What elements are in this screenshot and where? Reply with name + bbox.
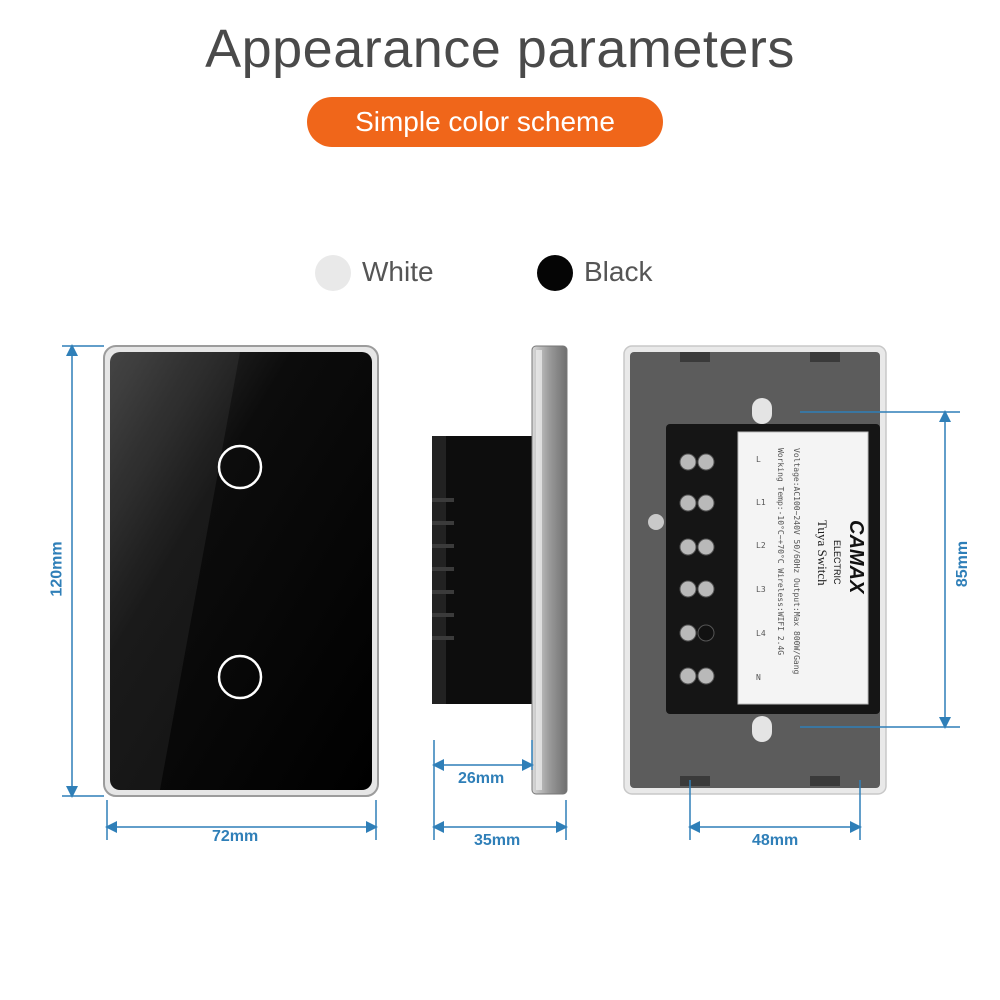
terminal-label-l1: L1 — [756, 498, 766, 507]
side-dimension-lines — [432, 740, 568, 840]
front-dimension-lines — [62, 344, 378, 840]
front-panel — [103, 345, 379, 797]
back-width-label: 48mm — [752, 832, 799, 849]
white-option-label: White — [362, 256, 434, 287]
touch-key-1-icon — [217, 444, 263, 490]
back-view: CAMAX ELECTRIC Tuya Switch Voltage:AC100… — [623, 345, 887, 795]
brand-subtitle: ELECTRIC — [832, 540, 842, 585]
white-swatch-icon — [315, 255, 351, 291]
touch-key-2-icon — [217, 654, 263, 700]
page-title: Appearance parameters — [205, 19, 795, 79]
terminal-label-l3: L3 — [756, 585, 766, 594]
back-height-label: 85mm — [954, 540, 972, 588]
terminal-label-l2: L2 — [756, 541, 766, 550]
front-height-label: 120mm — [48, 541, 66, 597]
black-swatch-icon — [537, 255, 573, 291]
black-option-label: Black — [584, 256, 653, 287]
spec-line-2: Working Temp:-10°C~+70°C Wireless:WIFI 2… — [776, 448, 785, 655]
terminal-label-l: L — [756, 455, 761, 464]
total-depth-label: 35mm — [474, 832, 521, 849]
spec-line-1: Voltage:AC100~240V 50/60Hz Output:Max 80… — [792, 448, 801, 675]
terminal-label-l4: L4 — [756, 629, 766, 638]
back-dimension-lines — [688, 410, 960, 840]
terminal-label-n: N — [756, 673, 761, 682]
product-name: Tuya Switch — [815, 520, 830, 586]
side-view — [432, 345, 568, 795]
brand-logo: CAMAX — [845, 520, 867, 595]
front-width-label: 72mm — [212, 828, 259, 845]
box-depth-label: 26mm — [458, 770, 505, 787]
color-scheme-badge: Simple color scheme — [307, 97, 663, 147]
